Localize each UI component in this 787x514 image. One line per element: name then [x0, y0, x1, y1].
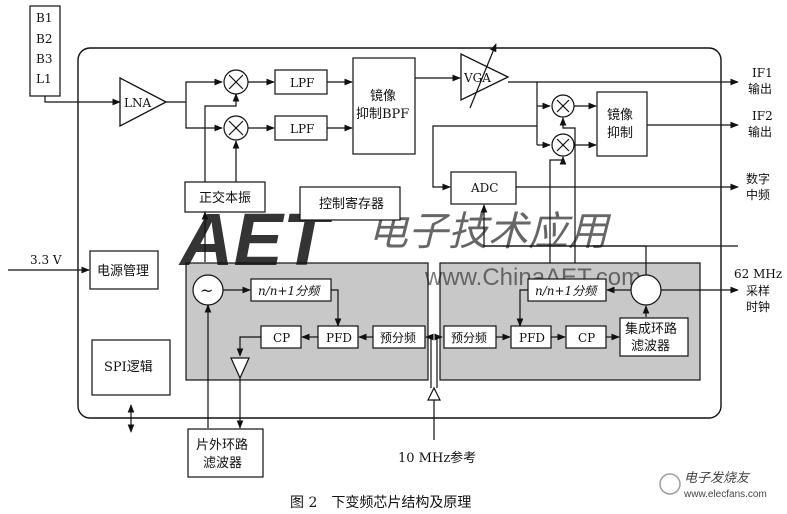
lna-to-mixer-q [185, 102, 223, 132]
vga-gain-arrow [469, 43, 497, 109]
lpf-q-label: LPF [290, 122, 314, 136]
cp-left-label: CP [273, 331, 290, 345]
digital-if-label: 数字 [746, 171, 770, 186]
divider-left-label: n/n+1分频 [258, 284, 321, 298]
control-register [299, 186, 401, 221]
prescaler-right-label: 预分频 [451, 331, 487, 345]
quadrature-lo [184, 181, 266, 213]
pfd-right-label: PFD [519, 331, 545, 345]
lo-to-mixer-i [204, 93, 240, 182]
band-label-2: B2 [36, 32, 52, 46]
footer-wm-url: www.elecfans.com [683, 489, 767, 500]
int-filter-label-2: 滤波器 [631, 339, 670, 354]
chip-outline [77, 47, 722, 419]
input-wire [44, 96, 121, 106]
ir-label-1: 镜像 [607, 108, 633, 123]
adc-label: ADC [470, 181, 498, 195]
pfd-left-label: PFD [326, 331, 352, 345]
ref-buffer [427, 386, 441, 401]
vco-right [630, 274, 662, 306]
if2-sub: 输出 [748, 124, 772, 139]
bpf-label-2: 抑制BPF [356, 107, 409, 122]
quad-lo-label: 正交本振 [199, 190, 251, 206]
external-loop-filter [187, 428, 264, 478]
adc-block [450, 171, 517, 205]
divider-right-label: n/n+1分频 [535, 284, 598, 298]
vco-left: ~ [192, 274, 224, 306]
clock-label-2: 采样 [746, 283, 770, 298]
ext-filter-label-2: 滤波器 [203, 456, 242, 471]
mixer-ir-bottom [551, 133, 575, 157]
footer-watermark: 电子发烧友 www.elecfans.com [659, 471, 767, 500]
lo2-to-mixer-top [559, 117, 576, 263]
svg-text:~: ~ [200, 281, 213, 300]
image-reject-bpf [352, 57, 416, 155]
mixer-i [223, 69, 249, 95]
footer-wm-name: 电子发烧友 [684, 471, 751, 486]
clock-label-3: 时钟 [746, 299, 770, 314]
vga-label: VGA [463, 71, 491, 85]
ref-label: 10 MHz参考 [398, 450, 476, 466]
band-label-4: L1 [36, 72, 52, 86]
if-to-adc-wire [432, 125, 537, 191]
bpf-label-1: 镜像 [370, 89, 396, 104]
digital-if-sub: 中频 [746, 187, 770, 202]
mixer-ir-top [551, 94, 575, 118]
lpf-i-label: LPF [290, 76, 314, 90]
ext-filter-label-1: 片外环路 [196, 437, 248, 453]
lna-to-mixer-i [185, 78, 223, 102]
clock-label-1: 62 MHz [734, 267, 782, 281]
prescaler-left-label: 预分频 [380, 331, 416, 345]
mixer-q [223, 115, 249, 141]
band-label-3: B3 [36, 52, 52, 66]
power-management [89, 250, 159, 290]
image-reject-block [596, 91, 648, 157]
if1-sub: 输出 [748, 81, 772, 96]
integrated-loop-filter [619, 317, 689, 357]
vga-amplifier [460, 52, 510, 102]
aet-cn-name: 电子技术应用 [368, 209, 612, 255]
int-filter-label-1: 集成环路 [625, 321, 677, 337]
lna-amplifier [119, 76, 168, 128]
vdd-label: 3.3 V [30, 253, 62, 267]
ctrl-reg-label: 控制寄存器 [319, 196, 384, 212]
if1-label: IF1 [752, 66, 773, 80]
cp-right-label: CP [578, 331, 595, 345]
lna-label: LNA [124, 96, 151, 110]
ir-label-2: 抑制 [607, 126, 633, 141]
loop-buffer [230, 357, 250, 380]
if2-label: IF2 [752, 109, 773, 123]
spi-logic [91, 339, 171, 396]
power-label: 电源管理 [97, 264, 149, 279]
lo2-to-mixer [549, 156, 567, 263]
band-label-1: B1 [36, 11, 52, 25]
lpf-q [274, 115, 328, 141]
figure-caption: 图 2 下变频芯片结构及原理 [290, 495, 471, 511]
spi-label: SPI逻辑 [104, 360, 153, 375]
